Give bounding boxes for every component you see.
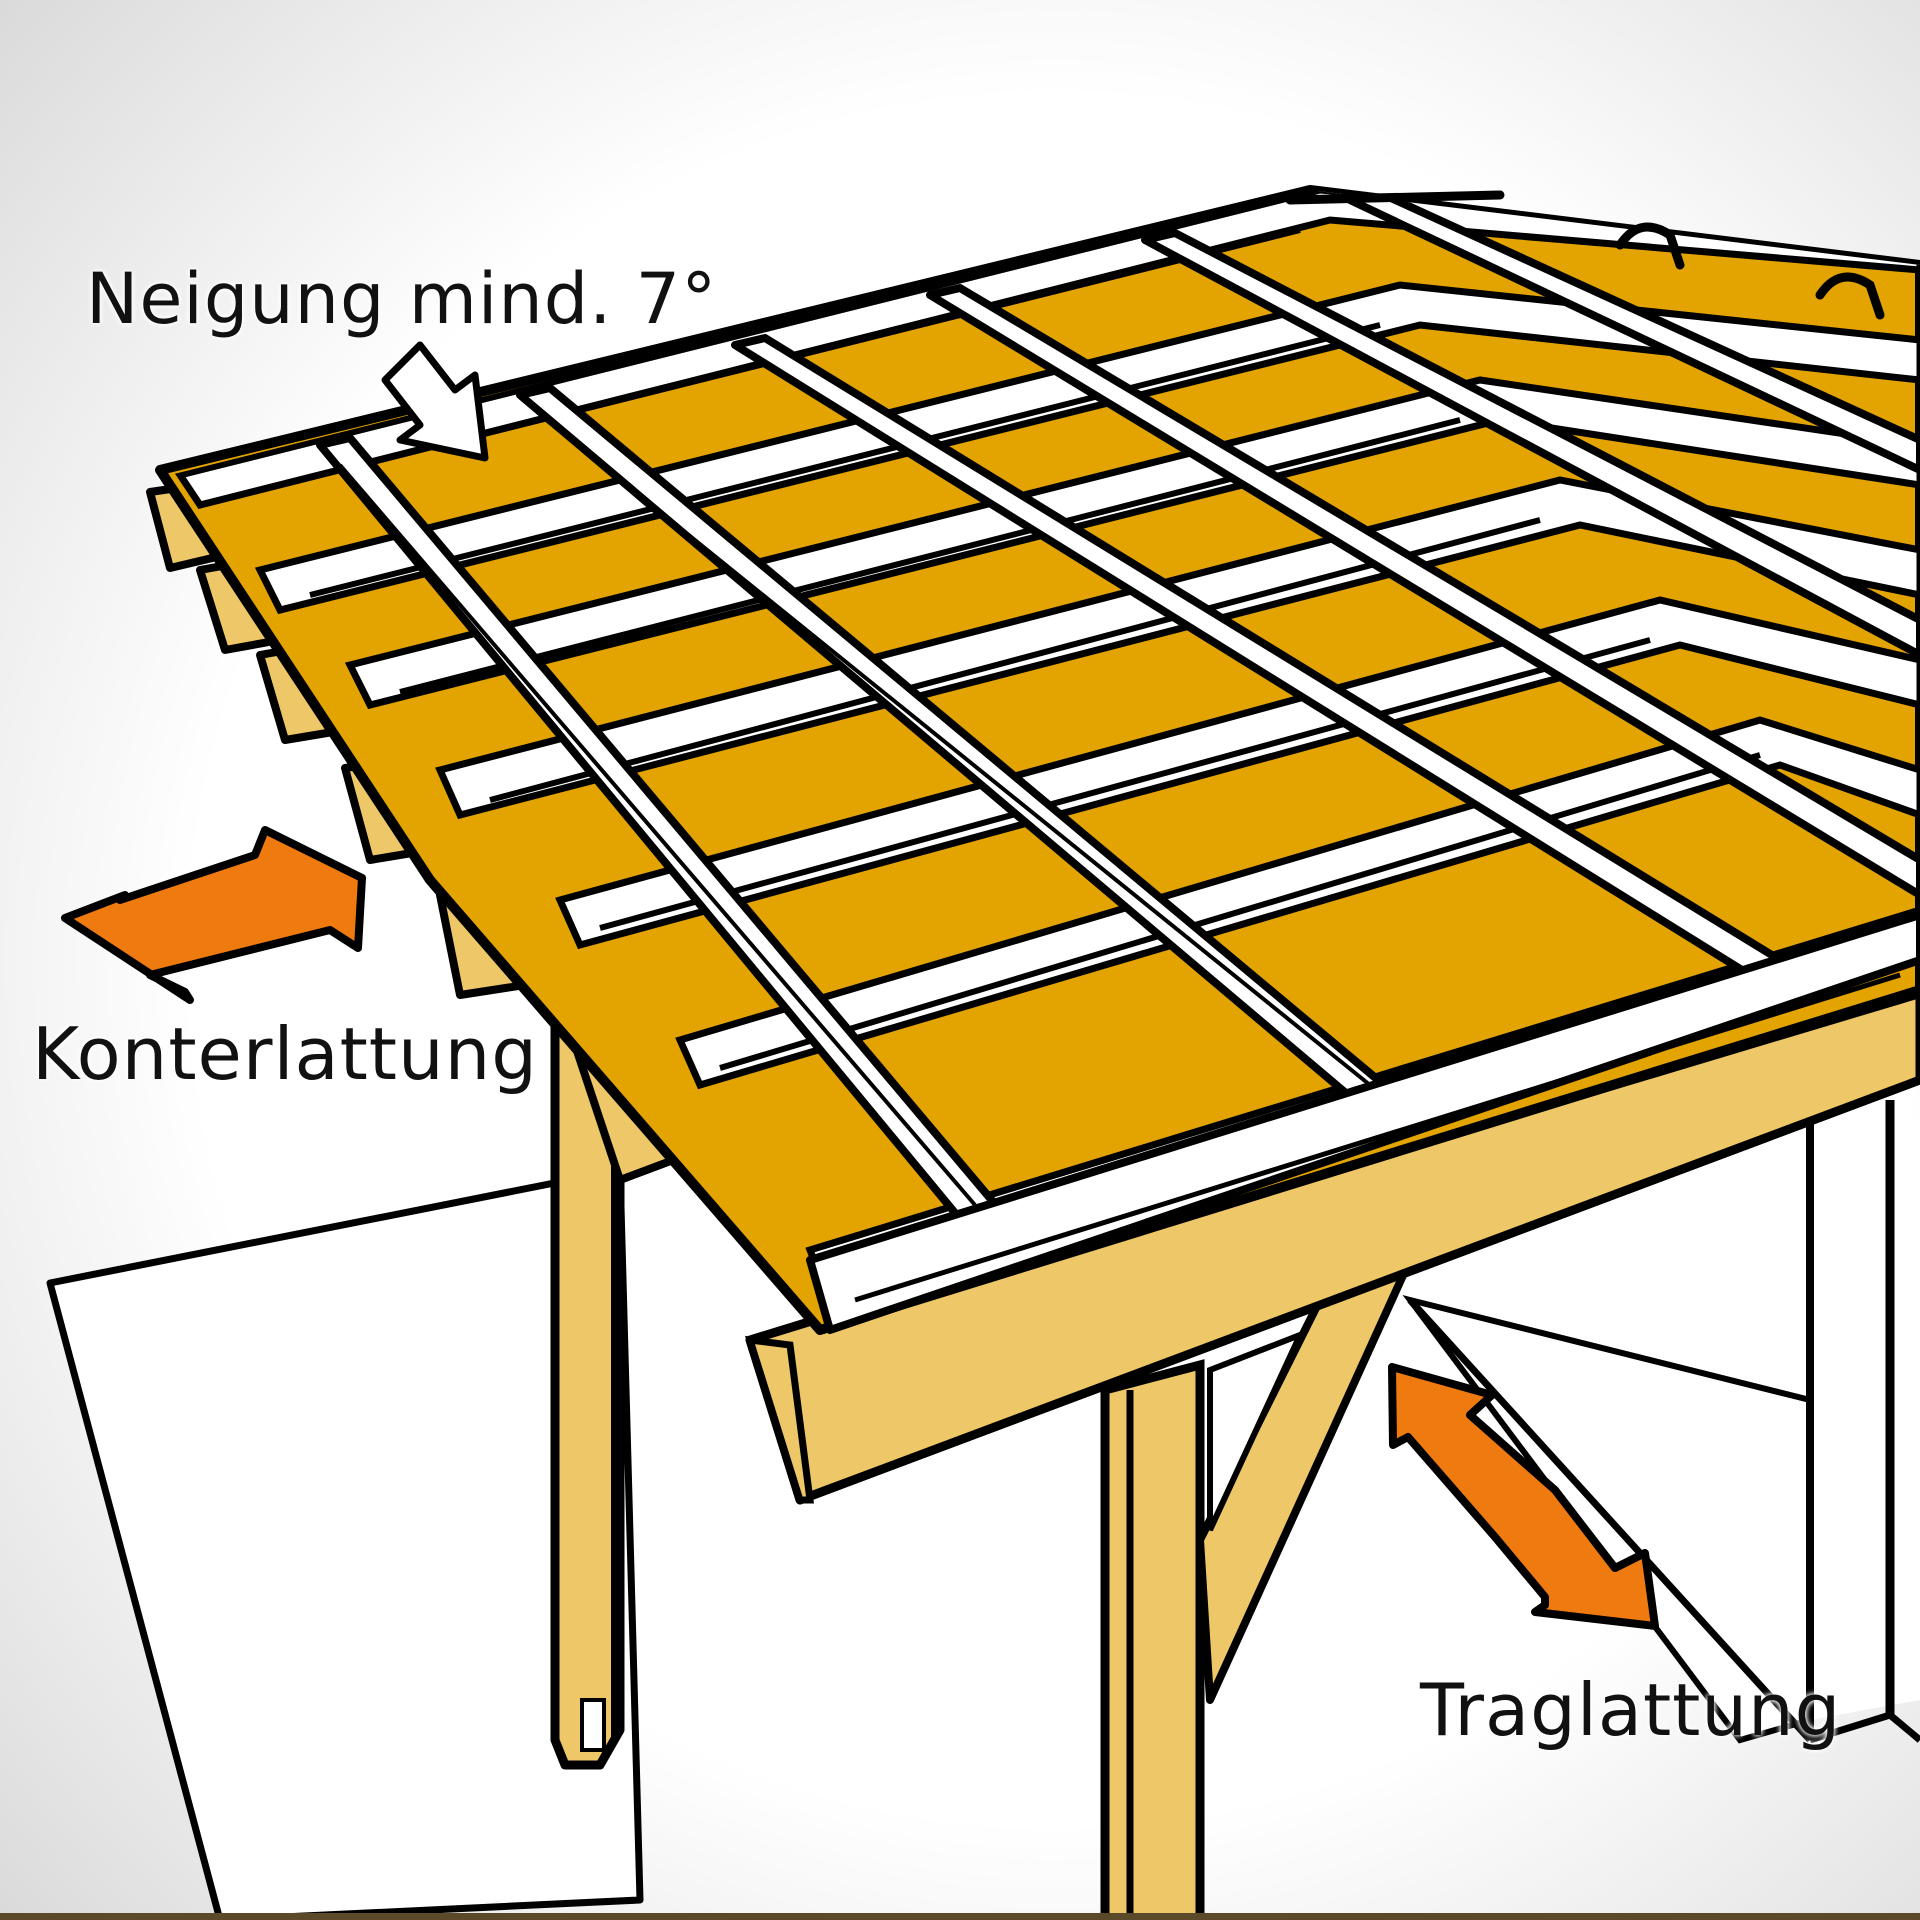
roof xyxy=(155,185,1920,1335)
traglattung-double-arrow-icon xyxy=(1388,1363,1659,1630)
front-post xyxy=(1100,1256,1414,1920)
counter-battens-label: Konterlattung xyxy=(32,1012,538,1096)
slope-label: Neigung mind. 7° xyxy=(86,258,718,340)
house-wall xyxy=(1402,1100,1920,1744)
support-battens-label: Traglattung xyxy=(1420,1668,1842,1752)
ground-plane xyxy=(46,1166,644,1920)
bottom-border xyxy=(0,1913,1920,1920)
konterlattung-double-arrow-icon xyxy=(61,826,366,1004)
ridge-details xyxy=(1285,190,1885,320)
slope-arrow-icon xyxy=(381,341,489,462)
